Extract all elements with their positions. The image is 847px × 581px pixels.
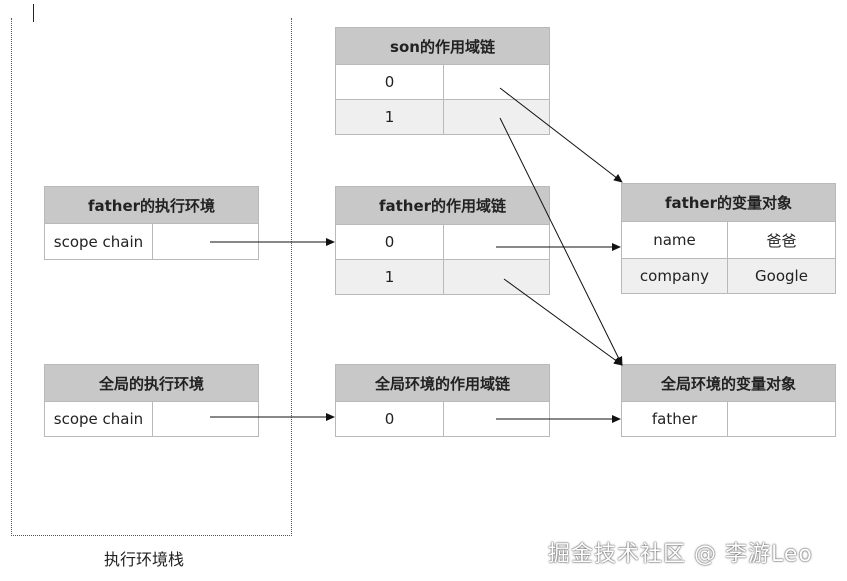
father-execution-context: father的执行环境 scope chain [44, 186, 259, 260]
son-scope-chain-title: son的作用域链 [336, 28, 549, 65]
father-scope-chain-row: scope chain [45, 224, 258, 259]
text-cursor [33, 4, 34, 22]
father-vo-row-company: company Google [622, 259, 835, 293]
global-vo-row-father: father [622, 402, 835, 436]
father-vo-key: name [622, 222, 728, 258]
son-scope-chain-row-1: 1 [336, 100, 549, 134]
execution-stack-caption: 执行环境栈 [104, 550, 185, 569]
global-scope-chain-row: scope chain [45, 402, 258, 436]
father-scope-chain-title: father的作用域链 [336, 187, 549, 225]
global-scope-chain-label: scope chain [45, 402, 153, 436]
son-scope-chain-row-0: 0 [336, 65, 549, 100]
global-scope-chain-title: 全局环境的作用域链 [336, 365, 549, 402]
global-scope-chain-index: 0 [336, 402, 444, 436]
global-variable-object-title: 全局环境的变量对象 [622, 365, 835, 402]
father-variable-object: father的变量对象 name 爸爸 company Google [621, 183, 836, 294]
arrow-son-0-to-father-vo [499, 87, 623, 183]
son-scope-chain-index: 1 [336, 100, 444, 134]
global-scope-chain-row-0: 0 [336, 402, 549, 436]
father-vo-row-name: name 爸爸 [622, 222, 835, 259]
father-vo-key: company [622, 259, 728, 293]
father-vo-value: 爸爸 [766, 231, 797, 250]
arrow-father-chain-1-to-global-vo [503, 278, 623, 366]
son-scope-chain-index: 0 [336, 65, 444, 99]
father-scope-chain-row-0: 0 [336, 225, 549, 260]
son-scope-chain: son的作用域链 0 1 [335, 27, 550, 135]
father-variable-object-title: father的变量对象 [622, 184, 835, 222]
father-scope-chain-index: 0 [336, 225, 444, 259]
global-scope-chain: 全局环境的作用域链 0 [335, 364, 550, 437]
father-scope-chain-label: scope chain [45, 224, 153, 259]
global-variable-object: 全局环境的变量对象 father [621, 364, 836, 437]
global-execution-context-title: 全局的执行环境 [45, 365, 258, 402]
father-execution-context-title: father的执行环境 [45, 187, 258, 224]
father-scope-chain: father的作用域链 0 1 [335, 186, 550, 295]
watermark: 掘金技术社区 @ 李游Leo [548, 542, 813, 567]
father-scope-chain-index: 1 [336, 260, 444, 294]
execution-stack-frame [11, 18, 292, 536]
father-vo-value: Google [755, 267, 808, 285]
global-vo-key: father [622, 402, 728, 436]
global-execution-context: 全局的执行环境 scope chain [44, 364, 259, 437]
father-scope-chain-row-1: 1 [336, 260, 549, 294]
arrow-son-1-to-global-vo [499, 117, 623, 366]
